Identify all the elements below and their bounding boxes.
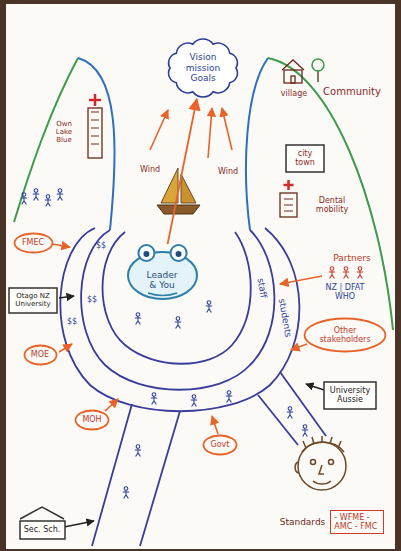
- node-text: Standards: [280, 517, 326, 527]
- node-text: city town: [290, 149, 320, 167]
- building-outline: [20, 521, 65, 539]
- node-text: FMEC: [22, 238, 44, 247]
- frog-head: [128, 252, 197, 299]
- region-label: Community: [323, 86, 381, 98]
- oval-outline: [76, 411, 109, 430]
- building-outline: [9, 288, 57, 313]
- hospital-building: [88, 94, 102, 158]
- standards-list: - WFME - AMC - FMC: [330, 510, 384, 534]
- stakeholder-oval: MOE: [23, 344, 58, 366]
- influence-arrows: [52, 108, 322, 434]
- money-label: $$: [87, 295, 97, 304]
- tree-symbol: [312, 59, 324, 82]
- text-group: MOE: [31, 350, 49, 359]
- building-outline: [286, 145, 324, 172]
- node-text: Vision mission Goals: [181, 52, 225, 83]
- standards-group: Standards - WFME - AMC - FMC: [278, 508, 387, 537]
- node-text: Leader & You: [143, 270, 181, 291]
- school-building: Sec. Sch.: [19, 520, 66, 540]
- node-text: University Aussie: [328, 386, 372, 404]
- stakeholder-oval: Govt: [202, 434, 238, 456]
- cloud-outline: [169, 39, 238, 97]
- mountain-outline: [14, 58, 393, 330]
- village-house: [282, 60, 304, 83]
- horseshoe-bands: [60, 228, 299, 411]
- standards-face: [295, 436, 346, 490]
- frog-mouth: [147, 293, 176, 296]
- frog-eye: [138, 245, 154, 261]
- text-group: Standards - WFME - AMC - FMC: [280, 510, 385, 534]
- oval-outline: [204, 436, 237, 455]
- text-group: Govt: [211, 440, 230, 449]
- money-label: $$: [67, 317, 77, 326]
- oval-outline: [24, 346, 56, 365]
- frog-pupil: [175, 251, 181, 257]
- text-group: Vision mission Goals: [181, 52, 225, 83]
- university-building: Otago NZ University: [8, 287, 58, 314]
- node-text: MOH: [82, 415, 101, 424]
- stakeholder-oval: Other stakeholders: [303, 317, 387, 353]
- partner-figures: [329, 267, 363, 279]
- vision-cloud: Vision mission Goals: [164, 37, 242, 99]
- funnel-outline: [78, 58, 268, 230]
- dental-building: [280, 180, 297, 217]
- force-label: Wind: [140, 165, 160, 174]
- text-group: city town: [290, 149, 320, 167]
- text-group: MOH: [82, 415, 101, 424]
- frog-eye: [170, 245, 186, 261]
- text-group: FMEC: [22, 238, 44, 247]
- school-roof: [20, 507, 64, 519]
- force-label: Wind: [218, 167, 238, 176]
- place-label: Own Lake Blue: [53, 120, 75, 144]
- group-label: Partners: [333, 253, 370, 263]
- partner-label: NZ | DFAT WHO: [319, 283, 371, 301]
- node-text: MOE: [31, 350, 49, 359]
- university-building: University Aussie: [323, 381, 377, 410]
- band-label: staff: [255, 277, 269, 298]
- city-building: city town: [285, 144, 325, 173]
- road-lines: [92, 372, 326, 546]
- text-group: University Aussie: [328, 386, 372, 404]
- place-label: Dental mobility: [310, 196, 354, 214]
- building-outline: [324, 382, 376, 409]
- people-figures: [21, 189, 308, 499]
- oval-outline: [14, 234, 52, 253]
- node-text: Sec. Sch.: [24, 525, 61, 534]
- stakeholder-oval: FMEC: [13, 232, 54, 254]
- node-text: Otago NZ University: [13, 292, 53, 308]
- pathway-arrows: [59, 296, 324, 527]
- text-group: Otago NZ University: [13, 292, 53, 308]
- oval-outline: [305, 319, 386, 352]
- text-group: Leader & You: [143, 270, 181, 291]
- text-group: Other stakeholders: [319, 326, 371, 344]
- place-label: village: [281, 89, 307, 98]
- paper-sheet: [6, 4, 395, 549]
- frog-pupil: [143, 251, 149, 257]
- text-group: Sec. Sch.: [24, 525, 61, 534]
- stakeholder-oval: MOH: [74, 409, 110, 431]
- leader-frog: Leader & You: [126, 244, 199, 300]
- influence-arrow: [168, 99, 197, 244]
- money-label: $$: [96, 241, 106, 250]
- node-text: Other stakeholders: [319, 326, 371, 344]
- node-text: Govt: [211, 440, 230, 449]
- band-label: students: [277, 298, 294, 338]
